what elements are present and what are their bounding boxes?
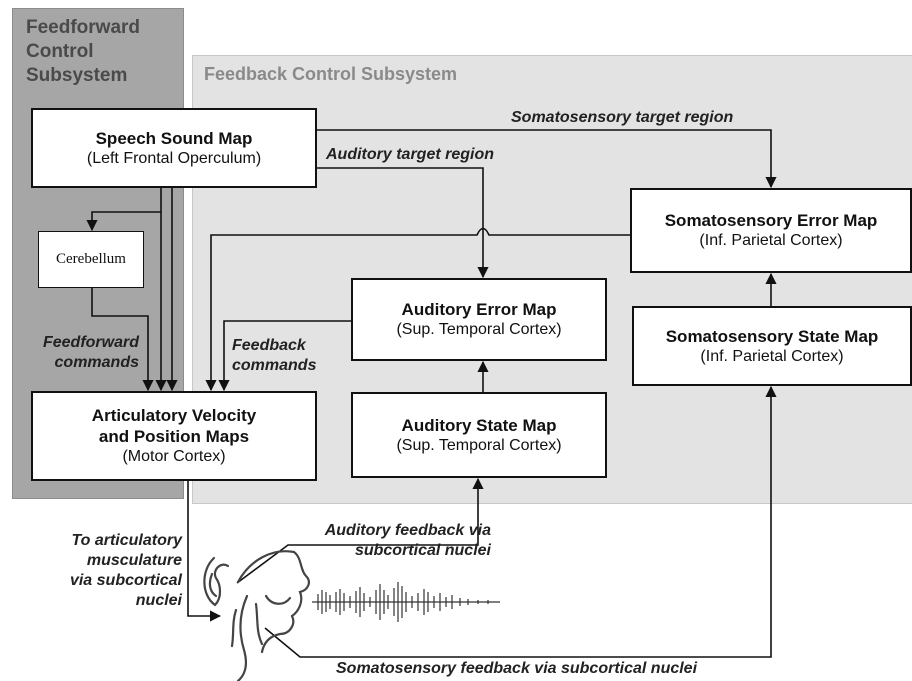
articulatory-maps-title: Articulatory Velocity and Position Maps <box>91 406 257 446</box>
speech-sound-map-title: Speech Sound Map <box>95 128 253 148</box>
to-musculature-label: To articulatory musculature via subcorti… <box>69 532 182 609</box>
speech-sound-map-subtitle: (Left Frontal Operculum) <box>86 149 262 167</box>
feedback-commands-label: Feedback commands <box>232 337 317 374</box>
cerebellum-title: Cerebellum <box>56 251 126 267</box>
auditory-feedback-label: Auditory feedback via subcortical nuclei <box>324 522 491 559</box>
auditory-error-map-box: Auditory Error Map (Sup. Temporal Cortex… <box>351 278 607 361</box>
arrow-auditory-target <box>317 167 489 279</box>
auditory-state-map-title: Auditory State Map <box>401 415 557 435</box>
head-ear-illustration <box>203 550 310 681</box>
auditory-error-map-title: Auditory Error Map <box>401 300 557 319</box>
somatosensory-error-map-box: Somatosensory Error Map (Inf. Parietal C… <box>630 188 912 273</box>
somatosensory-error-map-subtitle: (Inf. Parietal Cortex) <box>699 232 843 249</box>
arrow-to-cerebellum <box>86 188 162 232</box>
arrow-somatosensory-feedback-cmd <box>205 227 630 392</box>
arrow-somatosensory-feedback <box>264 385 777 658</box>
somatosensory-target-label: Somatosensory target region <box>511 109 734 126</box>
arrow-somatosensory-target <box>317 129 777 189</box>
auditory-state-map-box: Auditory State Map (Sup. Temporal Cortex… <box>351 392 607 478</box>
somatosensory-error-map-title: Somatosensory Error Map <box>664 211 878 230</box>
somatosensory-state-map-title: Somatosensory State Map <box>665 326 879 346</box>
articulatory-maps-box: Articulatory Velocity and Position Maps … <box>31 391 317 481</box>
sound-waveform-icon <box>312 582 500 622</box>
feedforward-commands-label: Feedforward commands <box>42 334 139 371</box>
arrow-auditory-feedback <box>236 477 484 584</box>
arrow-to-musculature <box>187 481 222 622</box>
somatosensory-feedback-label: Somatosensory feedback via subcortical n… <box>336 660 698 677</box>
articulatory-maps-subtitle: (Motor Cortex) <box>122 448 226 465</box>
auditory-state-map-subtitle: (Sup. Temporal Cortex) <box>396 436 562 454</box>
auditory-error-map-subtitle: (Sup. Temporal Cortex) <box>396 321 562 338</box>
feedback-panel-title: Feedback Control Subsystem <box>204 64 458 84</box>
cerebellum-box: Cerebellum <box>38 231 144 288</box>
arrow-cerebellum-to-avp <box>91 288 154 392</box>
auditory-target-label: Auditory target region <box>326 146 495 163</box>
somatosensory-state-map-box: Somatosensory State Map (Inf. Parietal C… <box>632 306 912 386</box>
somatosensory-state-map-subtitle: (Inf. Parietal Cortex) <box>700 347 844 365</box>
arrow-auditory-feedback-cmd <box>218 320 351 392</box>
feedforward-panel-title: Feedforward Control Subsystem <box>26 17 141 86</box>
speech-sound-map-box: Speech Sound Map (Left Frontal Operculum… <box>31 108 317 188</box>
